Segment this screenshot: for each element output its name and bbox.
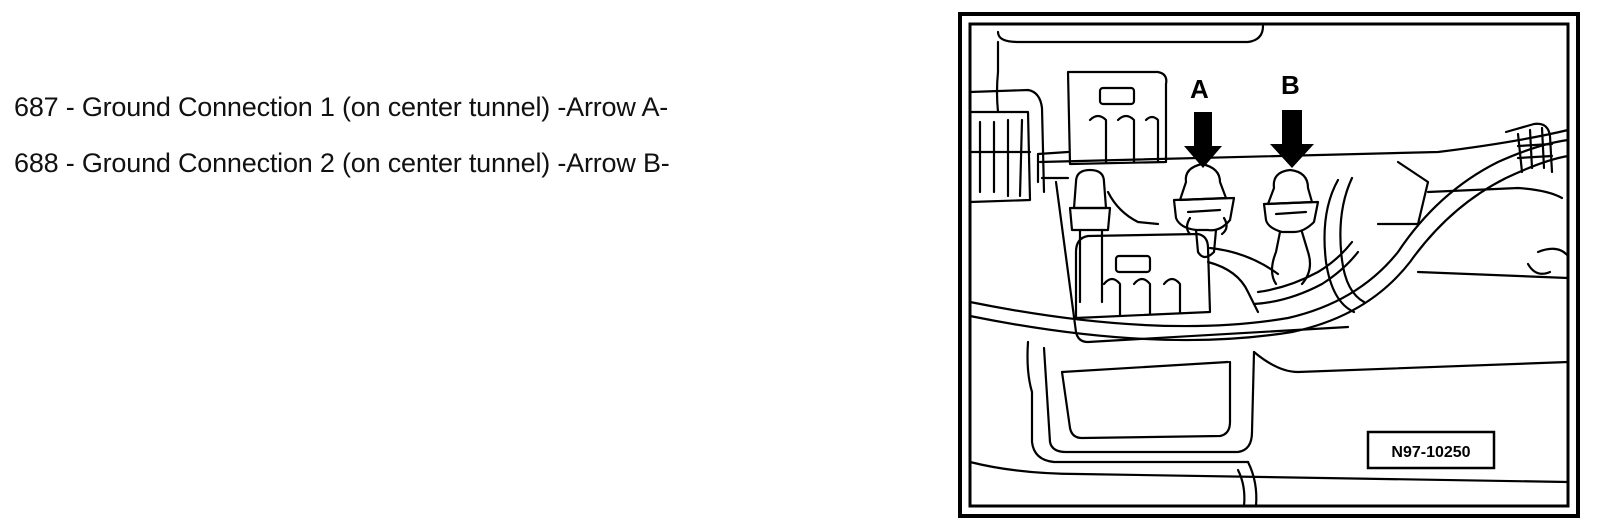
callout-label-a: A [1190, 74, 1209, 104]
component-legend: 687 - Ground Connection 1 (on center tun… [14, 92, 670, 178]
line-art [968, 24, 1570, 508]
figure-code-box [1366, 430, 1496, 470]
ground-connection-illustration: A B N97-10250 [958, 12, 1580, 518]
arrow-b-shape [1270, 110, 1314, 168]
arrow-a [1184, 112, 1222, 168]
arrow-b [1270, 110, 1314, 168]
inner-frame [968, 22, 1570, 508]
callout-label-b: B [1281, 70, 1300, 100]
figure-code: N97-10250 [1391, 444, 1470, 461]
legend-item-ground-connection-1: 687 - Ground Connection 1 (on center tun… [14, 92, 669, 122]
illustration-svg: A B N97-10250 [958, 12, 1580, 518]
legend-item-ground-connection-2: 688 - Ground Connection 2 (on center tun… [14, 148, 670, 178]
arrow-a-shape [1184, 112, 1222, 168]
